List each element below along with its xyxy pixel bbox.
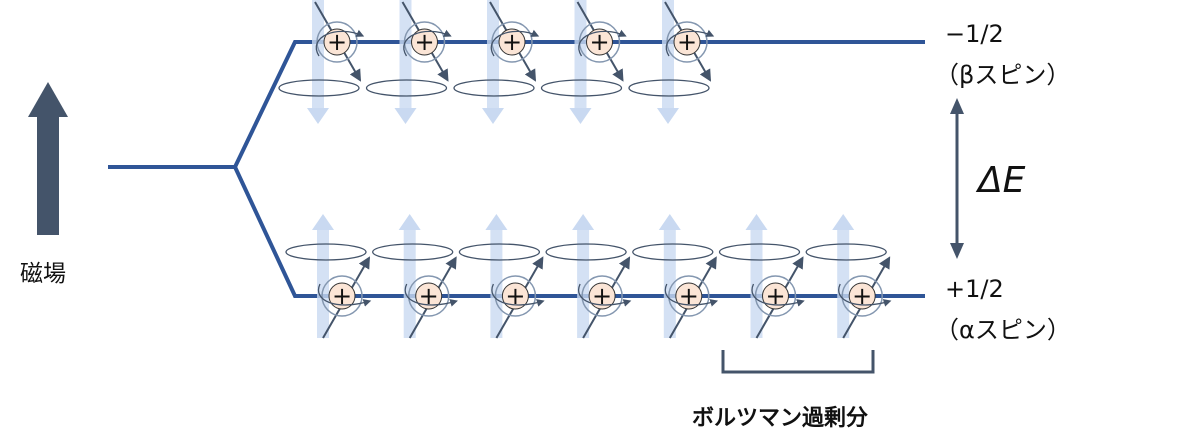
spin-direction-arrow [487, 0, 499, 112]
nucleus [586, 28, 613, 56]
nucleus-charge: + [589, 28, 609, 56]
nucleus-charge: + [332, 282, 352, 310]
nucleus-charge: + [419, 282, 439, 310]
alpha-spin-0: + [285, 214, 372, 339]
alpha-spin-1: + [372, 214, 458, 339]
energy-gap-arrow [950, 98, 964, 259]
alpha-spin-6: + [805, 214, 892, 339]
rotation-arrow [838, 283, 892, 307]
precession-orbit [458, 243, 541, 261]
rotation-arrow [578, 29, 627, 57]
spin-direction-arrow [312, 0, 324, 112]
nucleus-charge: + [677, 28, 697, 56]
nucleus [848, 282, 876, 310]
rotation-arrow [404, 283, 458, 307]
lower-energy-level [233, 166, 925, 298]
upper-spin-name: （βスピン） [935, 61, 1071, 89]
nucleus-charge: + [592, 282, 612, 310]
spin-direction-arrow [403, 226, 416, 338]
spin-direction-arrow [837, 226, 850, 338]
upper-spin-value: −1/2 [945, 20, 1004, 48]
boltzmann-excess-label: ボルツマン過剰分 [692, 406, 869, 431]
rotation-arrow [490, 29, 540, 57]
alpha-spin-5: + [718, 214, 805, 339]
precession-orbit [540, 79, 623, 97]
nucleus-charge: + [765, 282, 785, 310]
beta-spin-2: + [453, 0, 540, 124]
nucleus [673, 28, 701, 56]
rotation-arrow [403, 29, 452, 57]
boltzmann-excess-bracket [721, 350, 875, 374]
rotation-arrow [751, 283, 805, 307]
rotation-arrow [665, 29, 715, 57]
spin-direction-arrow [663, 226, 676, 338]
precession-orbit [285, 243, 367, 261]
nucleus [501, 282, 529, 310]
rotation-arrow [317, 283, 372, 307]
precession-orbit [278, 79, 360, 97]
beta-spin-4: + [628, 0, 715, 124]
nucleus [675, 282, 703, 310]
nucleus [323, 28, 351, 56]
magnetic-field-arrow [28, 82, 68, 235]
precession-orbit [632, 243, 714, 261]
spin-direction-arrow [490, 226, 503, 338]
lower-spin-name: （αスピン） [935, 316, 1071, 344]
alpha-spin-4: + [632, 214, 719, 339]
nucleus-charge: + [505, 282, 525, 310]
nucleus [411, 28, 438, 56]
magnetic-field-label: 磁場 [20, 261, 66, 287]
precession-orbit [718, 243, 801, 261]
beta-spin-0: + [278, 0, 365, 124]
nucleus [762, 282, 789, 310]
precession-orbit [805, 243, 887, 261]
nucleus-charge: + [327, 28, 347, 56]
nucleus-charge: + [502, 28, 522, 56]
spin-direction-arrow [750, 226, 763, 338]
precession-orbit [372, 243, 454, 261]
spin-direction-arrow [399, 0, 412, 112]
rotation-arrow [315, 29, 365, 57]
rotation-arrow [577, 283, 632, 307]
energy-gap-label: ΔE [978, 160, 1026, 201]
alpha-spin-2: + [458, 214, 545, 339]
nucleus [498, 28, 526, 56]
nucleus-charge: + [679, 282, 699, 310]
nucleus [588, 282, 616, 310]
nucleus [328, 282, 356, 310]
precession-orbit [628, 79, 710, 97]
rotation-arrow [664, 283, 719, 307]
nucleus [415, 282, 443, 310]
spin-direction-arrow [662, 0, 674, 112]
beta-spin-1: + [365, 0, 452, 124]
precession-orbit [453, 79, 535, 97]
precession-orbit [365, 79, 448, 97]
rotation-arrow [491, 283, 545, 307]
nucleus-charge: + [414, 28, 434, 56]
lower-spin-value: +1/2 [945, 275, 1004, 303]
spin-direction-arrow [317, 226, 329, 338]
beta-spin-3: + [540, 0, 627, 124]
precession-orbit [545, 243, 627, 261]
nucleus-charge: + [852, 282, 872, 310]
spin-direction-arrow [577, 226, 590, 338]
alpha-spin-3: + [545, 214, 632, 339]
spin-direction-arrow [574, 0, 587, 112]
